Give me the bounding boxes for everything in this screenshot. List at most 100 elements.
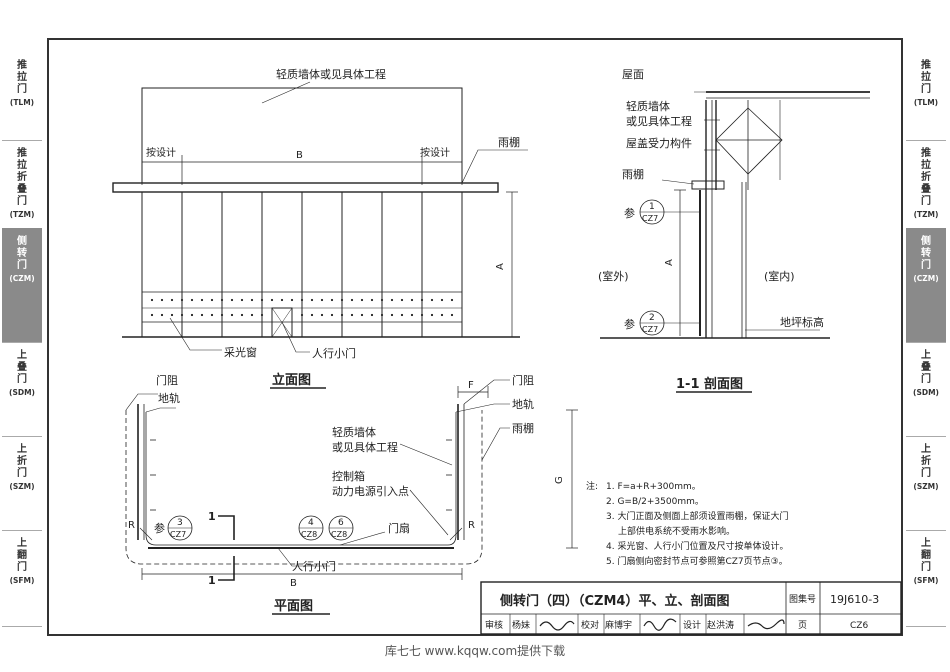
atlas-number: 19J610-3	[830, 593, 879, 606]
plan-ref3-prefix: 参	[154, 521, 165, 535]
side-tab-divider	[2, 140, 42, 141]
skylight-pane-mark	[410, 298, 414, 302]
skylight-pane-mark	[280, 298, 284, 302]
page-label: 页	[798, 620, 807, 631]
notes-item-4: 4. 采光窗、人行小门位置及尺寸按单体设计。	[606, 540, 788, 552]
side-tab-char: 门	[921, 468, 931, 479]
plan-ref3-num: 3	[177, 518, 183, 528]
side-tab-char: 翻	[17, 550, 27, 561]
side-tab-divider	[906, 436, 946, 437]
skylight-pane-mark	[160, 298, 164, 302]
plan-radius-left: R	[128, 520, 135, 531]
side-tab-char: 推	[17, 148, 27, 159]
footer-watermark: 库七七 www.kqqw.com提供下载	[384, 644, 566, 658]
side-tab-code: (TZM)	[913, 210, 939, 219]
skylight-pane-mark	[300, 313, 304, 317]
skylight-pane-mark	[160, 313, 164, 317]
side-tab-char: 叠	[17, 362, 27, 373]
side-tab-szm[interactable]: 上折门(SZM)	[906, 436, 946, 530]
elevation-skylight-label: 采光窗	[224, 345, 257, 359]
skylight-pane-mark	[310, 298, 314, 302]
side-tab-divider	[2, 626, 42, 627]
skylight-pane-mark	[320, 313, 324, 317]
side-tab-char: 叠	[921, 362, 931, 373]
side-tab-char: 门	[921, 260, 931, 271]
side-tab-tlm[interactable]: 推拉门(TLM)	[906, 52, 946, 140]
skylight-pane-mark	[150, 298, 154, 302]
side-tab-tlm[interactable]: 推拉门(TLM)	[2, 52, 42, 140]
skylight-pane-mark	[390, 313, 394, 317]
page-number: CZ6	[850, 621, 868, 631]
side-tab-czm[interactable]: 侧转门(CZM)	[906, 228, 946, 342]
elevation-center-dim: B	[296, 150, 303, 161]
checker-signature	[643, 618, 677, 631]
side-tab-char: 折	[17, 456, 27, 467]
side-tab-szm[interactable]: 上折门(SZM)	[2, 436, 42, 530]
side-tab-divider	[2, 342, 42, 343]
side-tab-sfm[interactable]: 上翻门(SFM)	[2, 530, 42, 626]
skylight-pane-mark	[360, 313, 364, 317]
section-ref2-num: 2	[649, 313, 655, 323]
side-tab-sdm[interactable]: 上叠门(SDM)	[906, 342, 946, 436]
plan-ref4-page: CZ8	[301, 530, 317, 539]
side-tab-char: 门	[921, 196, 931, 207]
side-tab-char: 侧	[921, 236, 931, 247]
skylight-pane-mark	[340, 313, 344, 317]
side-tab-char: 上	[17, 444, 27, 455]
skylight-pane-mark	[370, 298, 374, 302]
skylight-pane-mark	[190, 313, 194, 317]
side-tab-char: 上	[17, 538, 27, 549]
side-tab-sfm[interactable]: 上翻门(SFM)	[906, 530, 946, 626]
side-tab-czm[interactable]: 侧转门(CZM)	[2, 228, 42, 342]
drawing-frame	[47, 38, 903, 636]
side-tab-divider	[906, 626, 946, 627]
skylight-pane-mark	[360, 298, 364, 302]
skylight-pane-mark	[370, 313, 374, 317]
skylight-pane-mark	[290, 298, 294, 302]
skylight-pane-mark	[450, 298, 454, 302]
side-tab-char: 上	[921, 538, 931, 549]
skylight-pane-mark	[430, 313, 434, 317]
skylight-pane-mark	[420, 298, 424, 302]
plan-rail-right: 地轨	[512, 397, 534, 411]
skylight-pane-mark	[200, 313, 204, 317]
side-tab-tzm[interactable]: 推拉折叠门(TZM)	[906, 140, 946, 228]
plan-control-box-label: 控制箱	[332, 469, 365, 483]
section-title: 1-1 剖面图	[676, 376, 743, 392]
side-tab-char: 转	[17, 248, 27, 259]
side-tab-tzm[interactable]: 推拉折叠门(TZM)	[2, 140, 42, 228]
title-block	[480, 581, 902, 635]
side-tab-char: 上	[17, 350, 27, 361]
skylight-pane-mark	[230, 313, 234, 317]
plan-dim-g: G	[554, 476, 565, 484]
skylight-pane-mark	[150, 313, 154, 317]
section-ref1-num: 1	[649, 202, 655, 212]
skylight-pane-mark	[180, 313, 184, 317]
skylight-pane-mark	[210, 313, 214, 317]
elevation-height-dim: A	[495, 263, 506, 270]
notes-heading: 注:	[586, 480, 598, 492]
side-tab-code: (SZM)	[9, 482, 35, 491]
skylight-pane-mark	[260, 313, 264, 317]
side-tab-char: 门	[17, 374, 27, 385]
plan-ref3-page: CZ7	[170, 530, 186, 539]
plan-dim-b: B	[290, 578, 297, 589]
skylight-pane-mark	[320, 298, 324, 302]
plan-door-stop-right: 门阻	[512, 373, 534, 387]
skylight-pane-mark	[300, 298, 304, 302]
skylight-pane-mark	[380, 298, 384, 302]
skylight-pane-mark	[310, 313, 314, 317]
elevation-canopy-label: 雨棚	[498, 135, 520, 149]
side-tab-char: 侧	[17, 236, 27, 247]
plan-wall-label-1: 轻质墙体	[332, 425, 376, 439]
side-tab-sdm[interactable]: 上叠门(SDM)	[2, 342, 42, 436]
skylight-pane-mark	[240, 313, 244, 317]
plan-power-entry-label: 动力电源引入点	[332, 484, 409, 498]
skylight-pane-mark	[440, 298, 444, 302]
skylight-pane-mark	[350, 313, 354, 317]
plan-rail-left: 地轨	[158, 391, 180, 405]
side-tab-char: 门	[17, 260, 27, 271]
plan-ref6-page: CZ8	[331, 530, 347, 539]
side-tab-char: 拉	[17, 160, 27, 171]
